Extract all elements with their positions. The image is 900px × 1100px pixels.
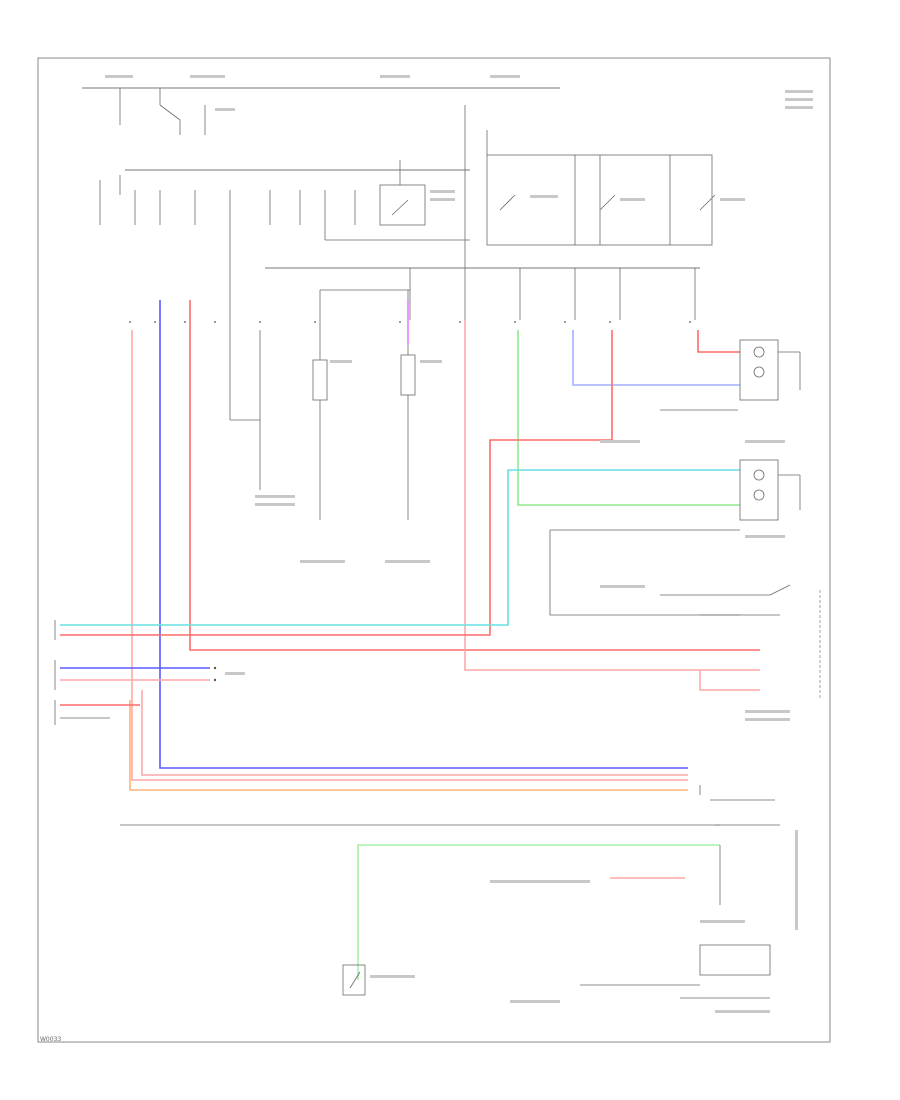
wire-light-blue — [572, 330, 740, 386]
wire-red-2 — [60, 330, 613, 636]
ignition-switch — [99, 88, 206, 225]
right-connector-2 — [739, 459, 801, 521]
wire-cyan — [60, 469, 740, 626]
right-connector-1 — [739, 339, 801, 401]
wire-red-1 — [189, 300, 760, 651]
relay-1 — [379, 160, 426, 226]
wire-red-3 — [697, 330, 740, 353]
wire-blue — [159, 300, 688, 769]
diagram-code: W0033 — [40, 1036, 62, 1043]
wire-light-green — [357, 844, 720, 980]
wire-pink-1 — [131, 330, 688, 781]
relay-box-group — [486, 154, 716, 246]
wire-pink-feed — [464, 320, 760, 671]
connector-row-marks — [129, 321, 691, 323]
switch-left — [312, 290, 328, 520]
combination-switch-frame — [549, 529, 821, 700]
bottom-switch — [342, 964, 366, 996]
fuse-drops — [409, 268, 696, 320]
wire-green-1 — [517, 330, 740, 506]
wire-pink-2 — [141, 690, 688, 776]
wire-orange — [129, 700, 688, 791]
wire-pink-short — [699, 670, 760, 691]
lower-right-connectors — [120, 785, 780, 999]
connector-drops — [134, 190, 470, 420]
left-markers — [54, 620, 217, 725]
faint-labels — [105, 75, 813, 1013]
diagram-border — [37, 57, 831, 1043]
